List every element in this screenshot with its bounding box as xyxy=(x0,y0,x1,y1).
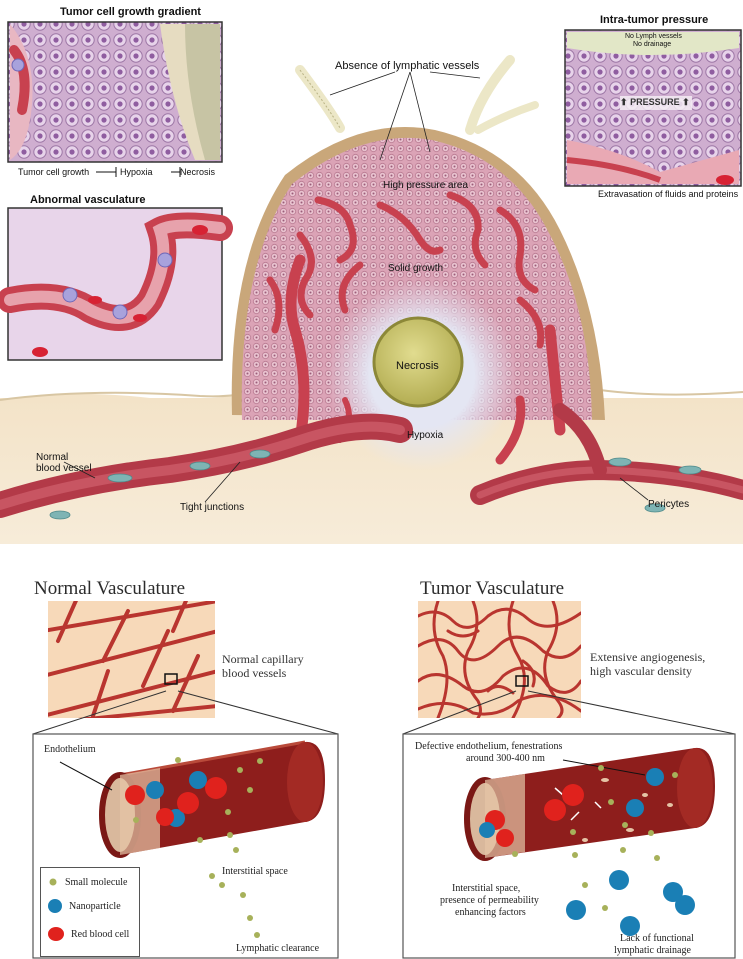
defective-endothelium-line2: around 300-400 nm xyxy=(466,753,545,765)
lymphatic-drainage-line2: lymphatic drainage xyxy=(614,945,691,957)
tumor-illustration xyxy=(0,0,743,545)
pressure-up-arrow-icon: ⬆ xyxy=(620,97,628,107)
small-molecule-icon xyxy=(47,876,59,888)
pressure-note-line2: No drainage xyxy=(633,41,671,48)
legend-label-nanoparticle: Nanoparticle xyxy=(69,901,121,912)
pressure-label: ⬆ PRESSURE ⬆ xyxy=(620,97,690,108)
hypoxia-label: Hypoxia xyxy=(407,430,443,441)
panel-title-abnormal-vasculature: Abnormal vasculature xyxy=(30,194,146,206)
nanoparticle-icon xyxy=(47,898,63,914)
high-pressure-label: High pressure area xyxy=(383,180,468,191)
normal-caption-line2: blood vessels xyxy=(222,666,286,680)
red-blood-cell-icon xyxy=(47,926,65,942)
tight-junctions-label: Tight junctions xyxy=(180,502,244,513)
tumor-caption-line2: high vascular density xyxy=(590,664,692,678)
legend-label-red-blood-cell: Red blood cell xyxy=(71,929,129,940)
legend-item-small-molecule: Small molecule xyxy=(47,874,128,890)
legend-item-nanoparticle: Nanoparticle xyxy=(47,898,121,914)
necrosis-label: Necrosis xyxy=(396,360,439,372)
panel-title-intra-tumor-pressure: Intra-tumor pressure xyxy=(600,14,708,26)
lymphatic-drainage-line1: Lack of functional xyxy=(620,933,694,945)
endothelium-label: Endothelium xyxy=(44,744,96,756)
absence-lymphatic-label: Absence of lymphatic vessels xyxy=(335,60,479,72)
pressure-up-arrow-icon: ⬆ xyxy=(682,97,690,107)
normal-vessel-label-line2: blood vessel xyxy=(36,463,92,474)
tumor-interstitial-line3: enhancing factors xyxy=(455,907,526,919)
tumor-interstitial-line1: Interstitial space, xyxy=(452,883,520,895)
pressure-text: PRESSURE xyxy=(630,97,680,107)
tumor-zoom-box xyxy=(395,680,743,959)
normal-vessel-label-line1: Normal xyxy=(36,452,68,463)
normal-caption-line1: Normal capillary xyxy=(222,652,304,666)
tumor-interstitial-line2: presence of permeability xyxy=(440,895,539,907)
panel-title-growth-gradient: Tumor cell growth gradient xyxy=(60,6,201,18)
extravasation-label: Extravasation of fluids and proteins xyxy=(598,189,738,199)
defective-endothelium-line1: Defective endothelium, fenestrations xyxy=(415,741,562,753)
solid-growth-label: Solid growth xyxy=(388,263,443,274)
legend: Small molecule Nanoparticle Red blood ce… xyxy=(40,867,140,957)
tumor-caption-line1: Extensive angiogenesis, xyxy=(590,650,705,664)
tumor-vasculature-title: Tumor Vasculature xyxy=(420,578,564,600)
normal-vasculature-title: Normal Vasculature xyxy=(34,578,185,600)
lymphatic-clearance-label: Lymphatic clearance xyxy=(236,943,319,955)
pressure-note-line1: No Lymph vessels xyxy=(625,33,682,40)
pericytes-label: Pericytes xyxy=(648,499,689,510)
legend-item-red-blood-cell: Red blood cell xyxy=(47,926,129,942)
gradient-axis-arrows xyxy=(8,164,228,180)
legend-label-small-molecule: Small molecule xyxy=(65,877,128,888)
normal-interstitial-label: Interstitial space xyxy=(222,866,288,878)
